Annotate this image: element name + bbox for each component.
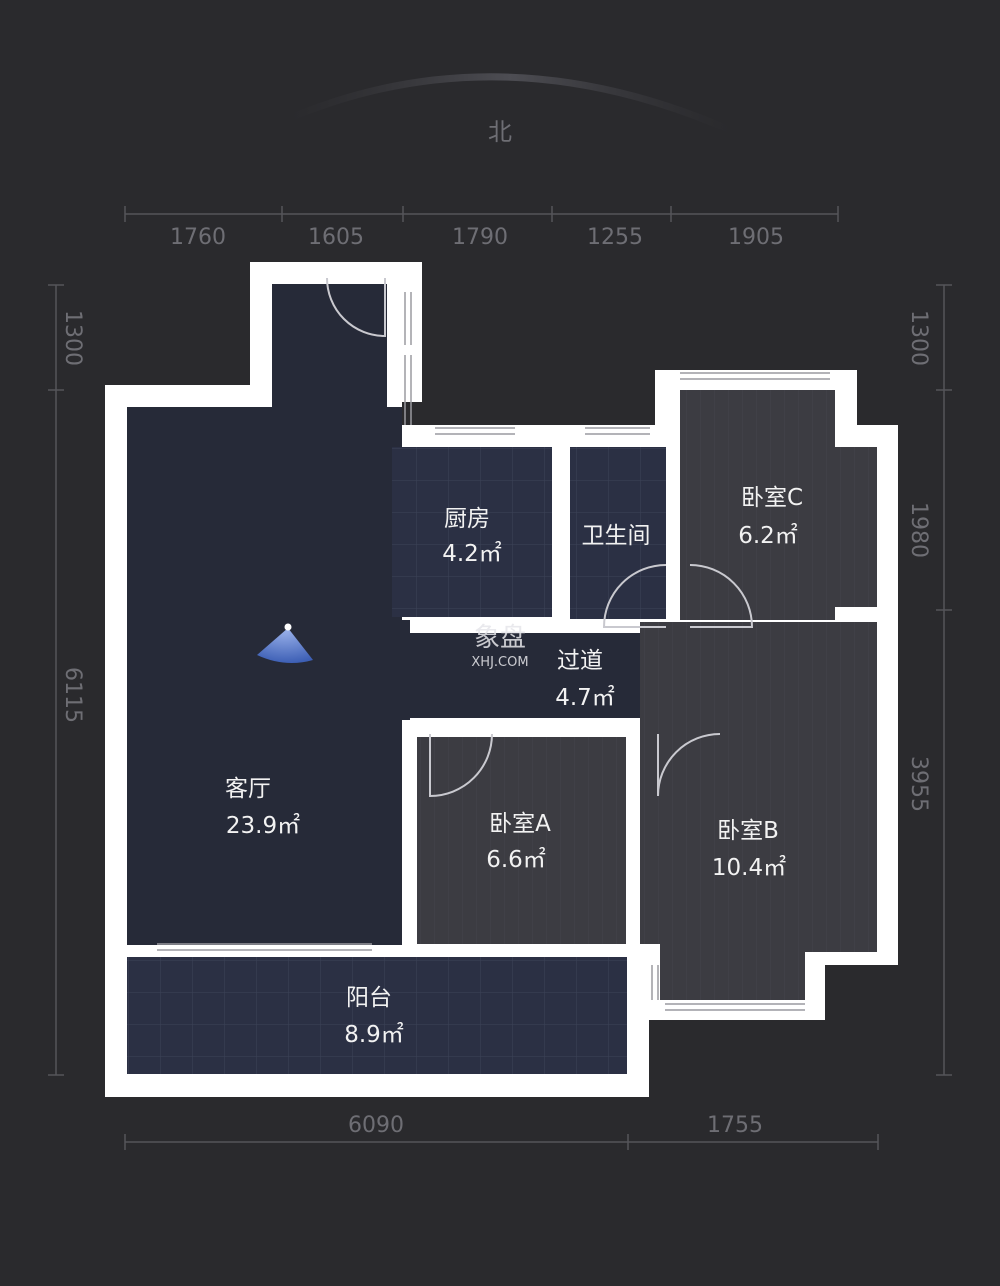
bedroom-a-name: 卧室A [489,811,551,837]
kitchen-area: 4.2㎡ [442,541,502,567]
bedroom-b-name: 卧室B [717,818,779,844]
watermark-site: XHJ.COM [471,655,528,670]
bedroom-b-door [657,733,721,797]
bedroom-a-floor [417,737,626,944]
top-dimensions: 1760 1605 1790 1255 1905 [124,206,839,250]
bathroom-door [602,564,667,628]
compass: 北 [288,73,732,146]
living-floor [127,407,402,945]
dim-right-2: 1980 [906,502,931,558]
bedroom-c-door [689,564,754,628]
right-dimensions: 1300 1980 3955 [906,284,952,1076]
left-dimensions: 1300 6115 [48,284,85,1076]
dim-top-2: 1605 [308,225,364,250]
compass-north-label: 北 [488,118,512,146]
watermark: 象盘 XHJ.COM [471,623,528,670]
kitchen-floor [392,447,552,617]
watermark-brand: 象盘 [474,623,526,653]
doors [326,277,754,798]
living-name: 客厅 [225,776,271,802]
dim-left-1: 1300 [60,310,85,366]
dim-top-5: 1905 [728,225,784,250]
living-area: 23.9㎡ [226,813,300,839]
bedroom-c-floor [680,390,835,620]
dim-right-1: 1300 [906,310,931,366]
bedroom-c-area: 6.2㎡ [738,523,798,549]
dim-top-1: 1760 [170,225,226,250]
windows [157,292,830,1011]
bedroom-a-door [429,733,493,798]
bedroom-b-area: 10.4㎡ [712,855,786,881]
room-labels: 厨房 4.2㎡ 卫生间 卧室C 6.2㎡ 过道 4.7㎡ 客厅 23.9㎡ 卧室… [225,485,803,1048]
bathroom-floor [570,447,666,619]
bedroom-a-area: 6.6㎡ [486,847,546,873]
room-floors [127,284,877,1074]
kitchen-name: 厨房 [444,506,490,532]
dim-top-4: 1255 [587,225,643,250]
corridor-name: 过道 [557,648,603,674]
balcony-floor [127,957,627,1074]
dim-right-3: 3955 [906,756,931,812]
dim-top-3: 1790 [452,225,508,250]
entry-floor [272,284,387,414]
bedroom-c-name: 卧室C [741,485,803,511]
entry-door [326,277,386,338]
dim-bottom-2: 1755 [707,1113,763,1138]
dim-left-2: 6115 [60,667,85,723]
viewpoint-marker [257,623,313,664]
corridor-area: 4.7㎡ [555,685,615,711]
balcony-name: 阳台 [346,985,392,1011]
balcony-area: 8.9㎡ [344,1022,404,1048]
dim-bottom-1: 6090 [348,1113,404,1138]
compass-arc [288,73,732,134]
bathroom-name: 卫生间 [582,523,651,549]
bottom-dimensions: 6090 1755 [124,1113,879,1150]
